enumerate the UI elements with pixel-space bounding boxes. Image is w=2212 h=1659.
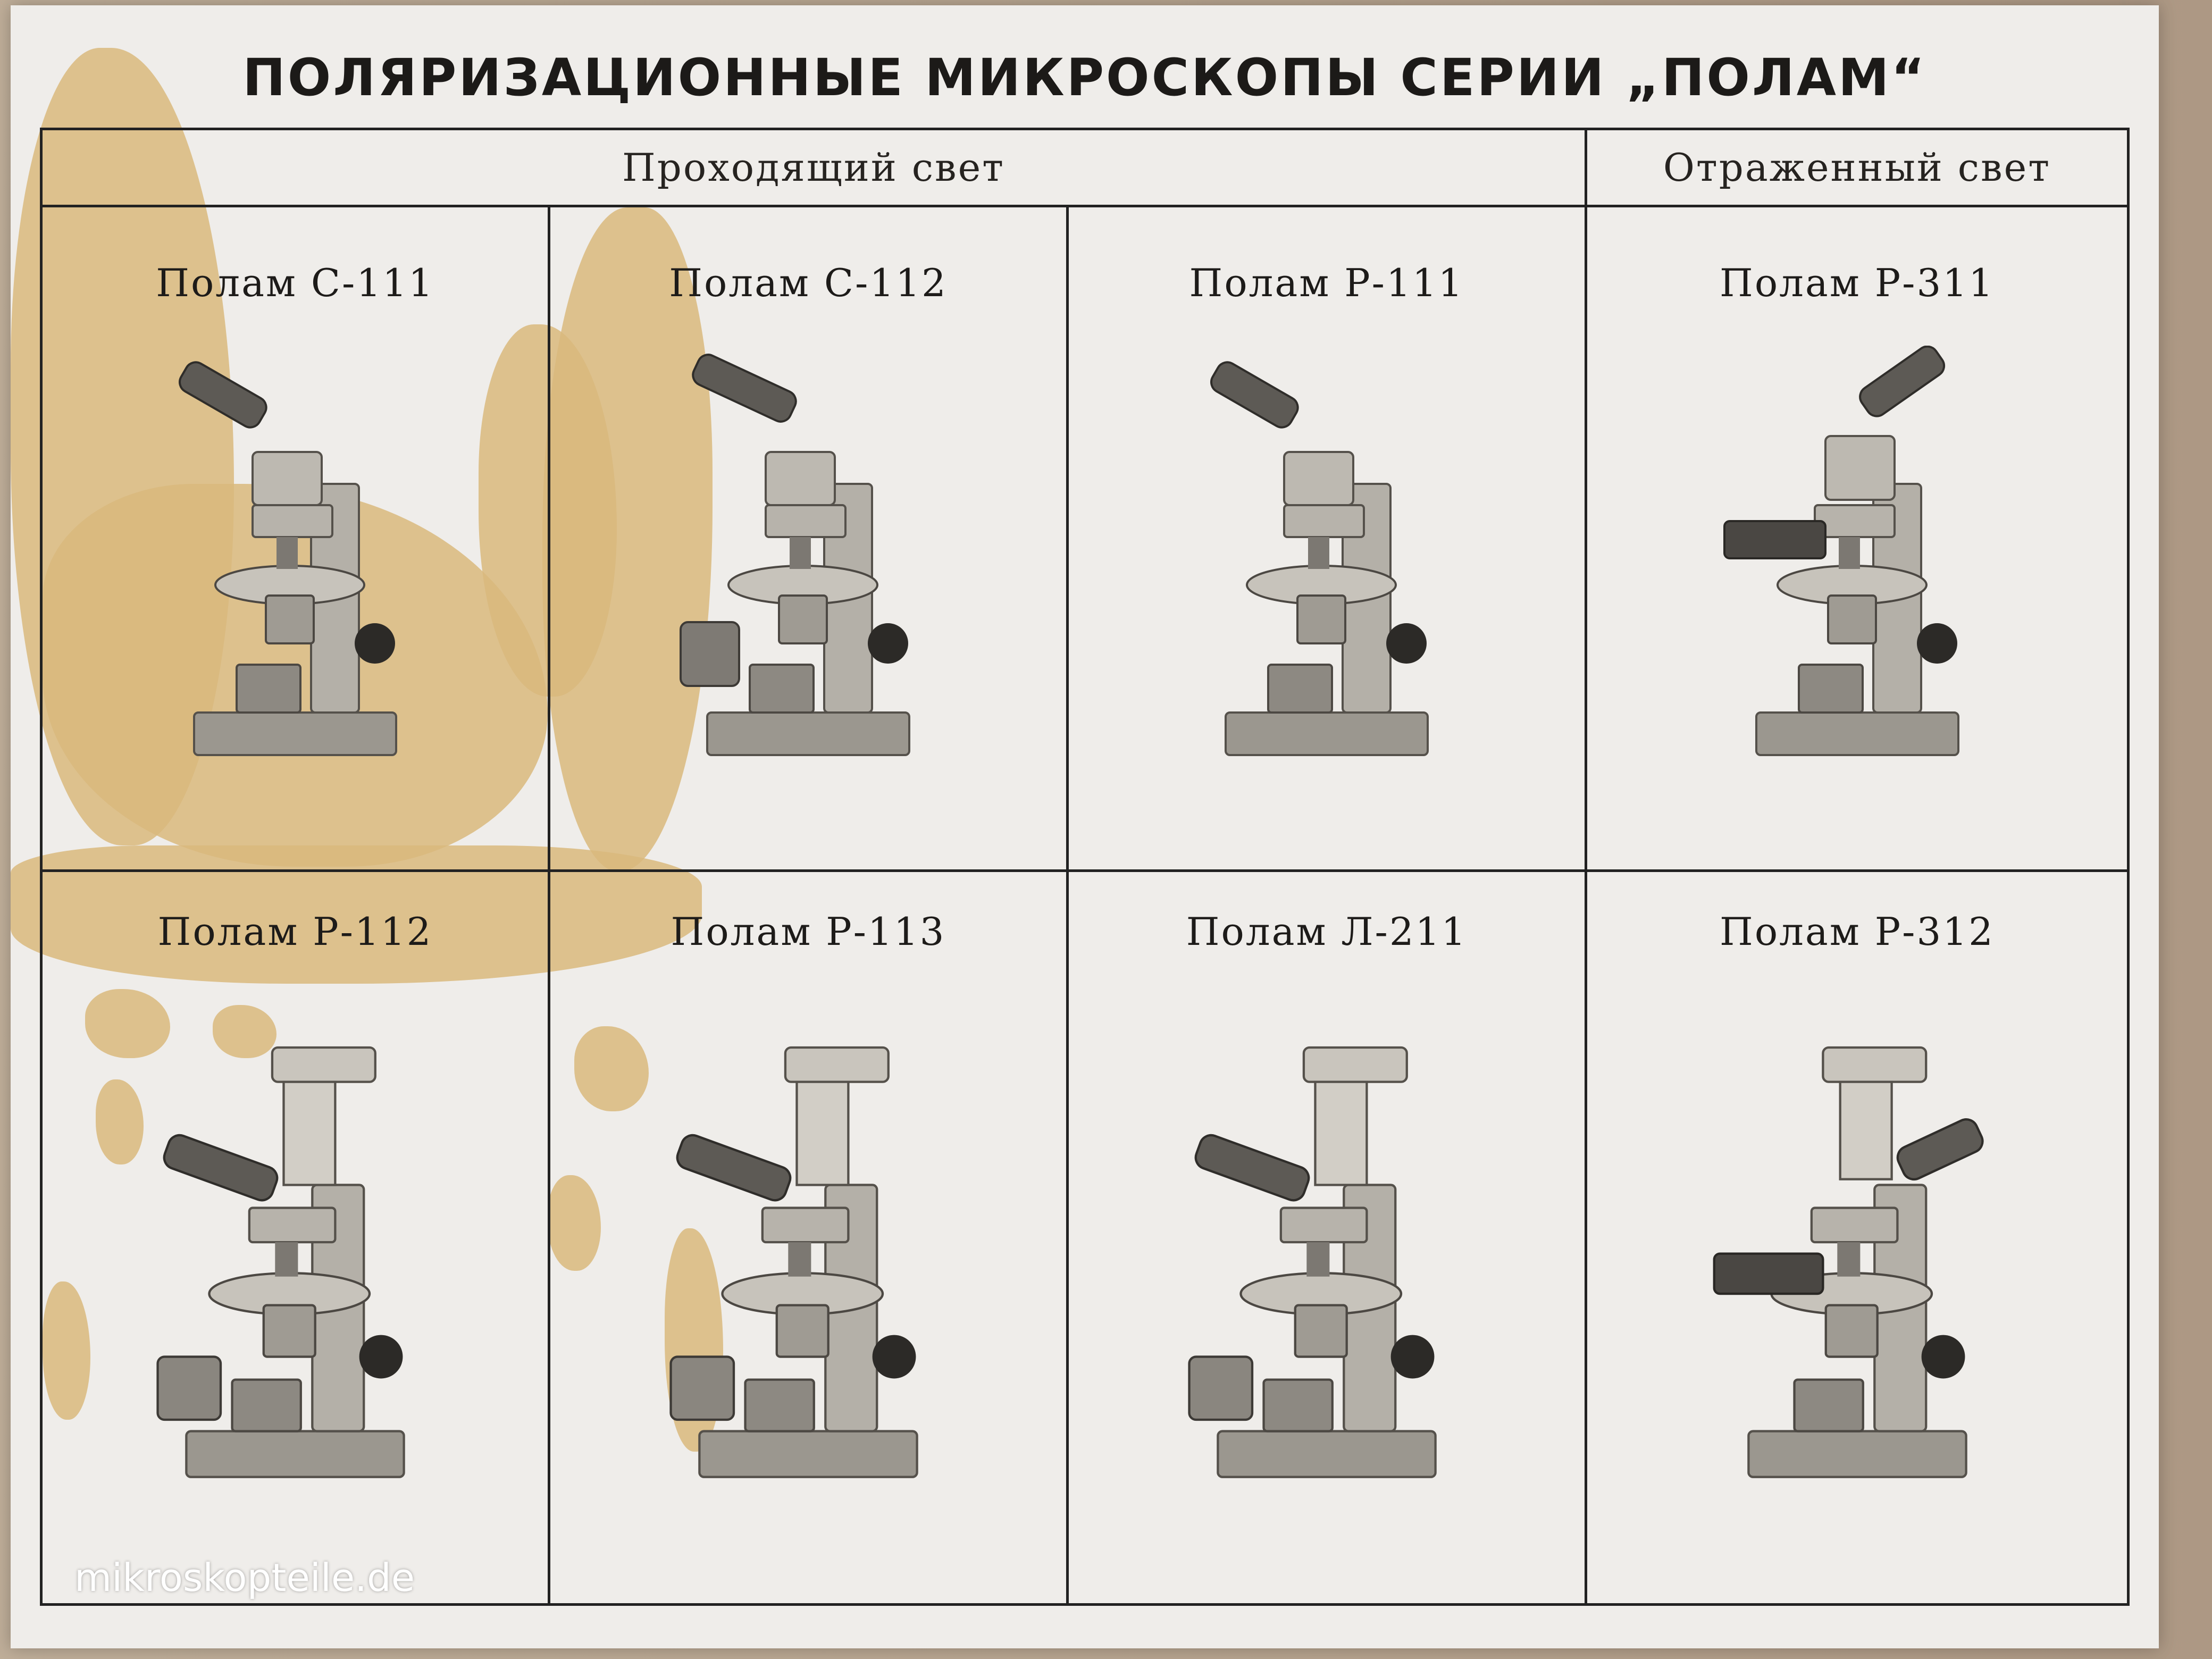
microscope-image — [1188, 346, 1465, 782]
microscope-image — [1708, 978, 2006, 1563]
model-label: Полам Л-211 — [1186, 909, 1468, 954]
divider — [1585, 130, 1587, 207]
model-label: Полам Р-111 — [1189, 261, 1464, 305]
microscope-image — [1178, 978, 1476, 1563]
header-reflected: Отраженный свет — [1587, 130, 2127, 207]
microscope-image — [157, 346, 433, 782]
model-label: Полам С-111 — [156, 261, 434, 305]
model-label: Полам С-112 — [669, 261, 948, 305]
microscope-image — [670, 346, 946, 782]
model-cell: Полам Р-312 — [1587, 872, 2127, 1603]
stain — [574, 1026, 649, 1111]
model-cell: Полам Р-112 — [43, 872, 548, 1603]
model-cell: Полам Л-211 — [1069, 872, 1585, 1603]
stain — [213, 1005, 276, 1058]
stain — [43, 1281, 90, 1420]
watermark: mikroskopteile.de — [74, 1555, 415, 1600]
model-label: Полам Р-113 — [671, 909, 946, 954]
header-transmitted: Проходящий свет — [43, 130, 1585, 207]
stain — [85, 989, 170, 1058]
divider — [548, 207, 550, 1603]
model-label: Полам Р-112 — [157, 909, 433, 954]
divider — [1585, 207, 1587, 1603]
stain — [96, 1079, 144, 1164]
microscope-image — [659, 978, 957, 1563]
poster-title: ПОЛЯРИЗАЦИОННЫЕ МИКРОСКОПЫ СЕРИИ „ПОЛАМ“ — [242, 48, 1927, 107]
model-label: Полам Р-311 — [1720, 261, 1995, 305]
microscope-image — [146, 978, 444, 1563]
model-grid: Проходящий свет Отраженный свет Полам С-… — [40, 128, 2130, 1606]
model-cell: Полам С-111 — [43, 207, 548, 869]
microscope-image — [1719, 346, 1996, 782]
model-cell: Полам Р-111 — [1069, 207, 1585, 869]
poster-sheet: ПОЛЯРИЗАЦИОННЫЕ МИКРОСКОПЫ СЕРИИ „ПОЛАМ“… — [11, 5, 2159, 1648]
model-cell: Полам Р-113 — [550, 872, 1066, 1603]
stain — [548, 1175, 601, 1271]
stain — [11, 845, 702, 984]
model-cell: Полам Р-311 — [1587, 207, 2127, 869]
model-label: Полам Р-312 — [1720, 909, 1995, 954]
model-cell: Полам С-112 — [550, 207, 1066, 869]
divider — [1066, 207, 1069, 1603]
divider — [43, 869, 2127, 872]
